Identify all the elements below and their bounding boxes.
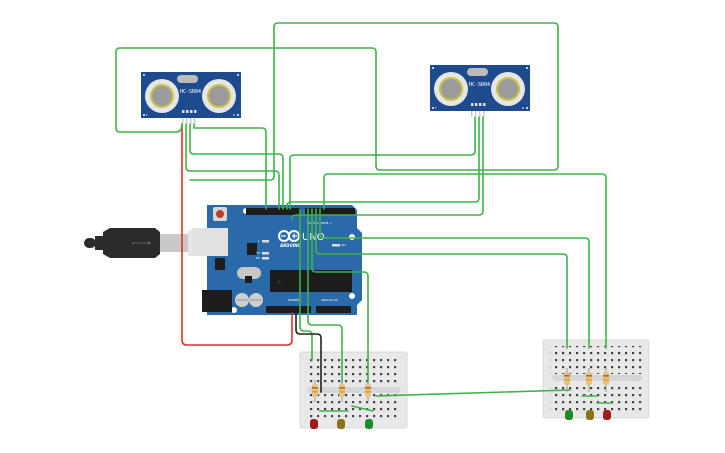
wires [115,22,613,412]
wire-led-right-2[interactable] [319,208,590,349]
resistor[interactable] [564,368,570,392]
wire-bb-link[interactable] [375,389,571,397]
wire-sensor-right-echo2[interactable] [291,116,484,220]
wire-sensor-left-loop[interactable] [115,22,559,181]
wire-led-right-1[interactable] [315,208,568,349]
led-red[interactable] [603,410,611,420]
breadboard-right[interactable] [542,339,650,419]
wire-sensor-right-echo[interactable] [289,116,476,210]
transducer-receive [491,72,525,106]
arduino-logo-icon [278,230,300,242]
usb-icon [132,241,151,245]
rx-label: RX [256,256,260,260]
wire-power-5v[interactable] [181,123,293,346]
brand-label: ARDUINO [280,243,302,248]
digital-header-right[interactable] [305,208,355,215]
resistor[interactable] [586,368,592,392]
l-led-label: L [258,239,260,243]
on-label: ON [341,243,346,247]
wire-led-right-3[interactable] [323,173,607,349]
resistors-left [312,380,371,402]
analog-header[interactable] [316,306,351,313]
crystal [237,267,261,279]
transducer-transmit [145,79,179,113]
atmega-chip [270,270,352,292]
breadboard-left[interactable] [299,351,408,429]
ultrasonic-sensor-left[interactable]: HC-SR04 T R [141,72,241,124]
digital-header-left[interactable] [246,208,301,215]
led-yellow[interactable] [586,410,594,420]
sensor-model-label: HC-SR04 [469,82,490,88]
led-yellow[interactable] [337,419,345,429]
transmit-mark: T [434,106,437,110]
wire-sensor-left-echo[interactable] [185,123,280,210]
leds-right [565,410,611,420]
usb-cable[interactable] [84,228,208,258]
receive-mark: R [522,106,524,110]
arduino-uno-board[interactable]: L TX RX ON ARDUINO UNO DIGITAL (PWM~) PO… [192,205,362,315]
reset-button[interactable] [213,207,227,221]
wire-led-left-3[interactable] [311,208,369,384]
receive-mark: R [233,113,235,117]
transducer-transmit [434,72,468,106]
transmit-mark: T [145,113,148,117]
wire-ground[interactable] [295,312,322,393]
resistor[interactable] [603,368,609,392]
wire-led-left-2[interactable] [307,208,343,384]
power-label: POWER [288,298,299,302]
model-label: UNO [302,232,325,243]
usb-port [192,228,228,256]
resistors-right [564,368,609,392]
tx-label: TX [255,251,260,255]
resistor[interactable] [365,380,371,402]
led-red[interactable] [310,419,318,429]
leds-left [310,419,373,429]
resistor[interactable] [312,380,318,402]
wire-sensor-right-trig[interactable] [286,116,480,210]
wire-bb-left-diag[interactable] [351,405,374,412]
resistor[interactable] [339,380,345,402]
led-green[interactable] [565,410,573,420]
sensor-model-label: HC-SR04 [180,89,201,95]
wire-sensor-left-gnd[interactable] [193,123,267,210]
transducer-receive [202,79,236,113]
analog-label: ANALOG IN [321,298,338,302]
power-jack [202,290,232,312]
wire-sensor-left-trig[interactable] [189,123,284,210]
power-header[interactable] [266,306,311,313]
led-green[interactable] [365,419,373,429]
ultrasonic-sensor-right[interactable]: HC-SR04 T R [430,65,530,117]
